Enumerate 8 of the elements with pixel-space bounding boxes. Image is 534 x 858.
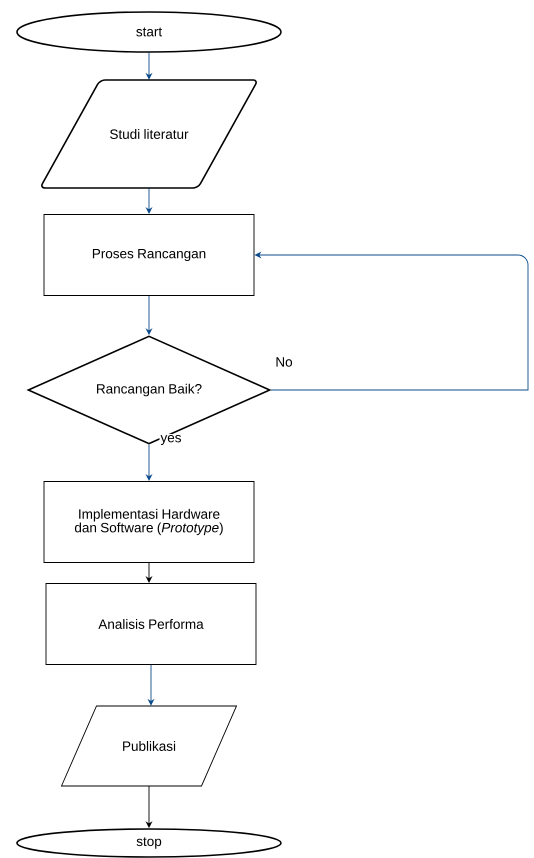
edge-label: No	[274, 356, 294, 368]
process-box: Implementasi Hardware dan Software (Prototype)	[44, 481, 254, 563]
terminal-oval: start	[16, 11, 282, 53]
edge-label: yes	[160, 434, 182, 446]
terminal-oval: stop	[16, 828, 282, 858]
process-box: Analisis Performa	[46, 583, 256, 665]
process-box: Proses Rancangan	[44, 214, 254, 296]
input-parallelogram: Studi literatur	[41, 79, 257, 189]
